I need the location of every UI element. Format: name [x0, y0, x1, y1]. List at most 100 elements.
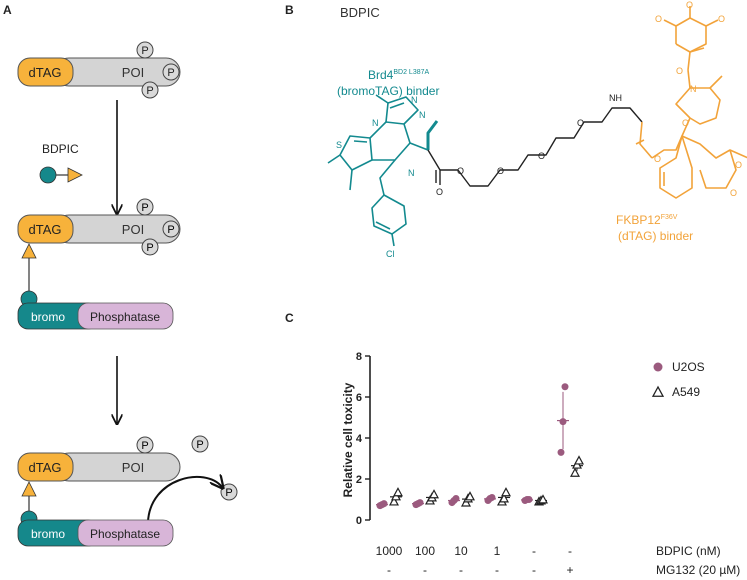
panel-letter-c: C	[285, 311, 294, 325]
legend-a549-label: A549	[672, 385, 700, 399]
state-3-complex: dTAG POI P P P bromo Phosphatase	[17, 435, 238, 547]
svg-text:P: P	[141, 202, 148, 214]
row2-label: MG132 (20 µM)	[656, 563, 740, 577]
svg-text:O: O	[457, 166, 464, 176]
data-point-a549	[569, 467, 581, 477]
data-point-a549	[464, 491, 476, 501]
x-category-label: -	[532, 544, 536, 558]
svg-text:O: O	[654, 154, 661, 164]
poi-label: POI	[122, 65, 144, 80]
data-point-a549	[428, 489, 440, 499]
data-point-a549	[498, 493, 510, 503]
data-point-a549	[500, 487, 512, 497]
svg-text:N: N	[408, 168, 415, 178]
legend-u2os-label: U2OS	[672, 360, 705, 374]
panel-c-chart: Relative cell toxicity U2OS A549 BDPIC (…	[341, 351, 740, 577]
svg-text:POI: POI	[122, 460, 144, 475]
svg-text:Phosphatase: Phosphatase	[90, 527, 160, 541]
bdpic-label: BDPIC	[42, 142, 79, 156]
svg-text:P: P	[141, 45, 148, 57]
svg-text:O: O	[730, 188, 737, 198]
y-tick-label: 0	[356, 515, 362, 527]
data-point-a549	[388, 496, 400, 506]
svg-text:O: O	[676, 66, 683, 76]
svg-text:O: O	[436, 187, 443, 197]
svg-text:O: O	[735, 160, 742, 170]
data-point-u2os	[559, 418, 567, 426]
state-1-complex: dTAG POI P P P	[17, 41, 181, 99]
panel-b-structure: BDPIC Brd4BD2 L387A (bromoTAG) binder N …	[327, 0, 747, 259]
x-mg132-label: -	[532, 563, 536, 577]
svg-text:N: N	[372, 118, 379, 128]
panel-a-schematic: dTAG POI P P P BDPIC dTAG POI	[17, 41, 238, 547]
data-point-u2os	[561, 383, 569, 391]
x-mg132-label: -	[423, 563, 427, 577]
svg-text:P: P	[167, 224, 174, 236]
svg-text:O: O	[682, 118, 689, 128]
svg-text:P: P	[146, 242, 153, 254]
peg-linker	[427, 107, 643, 187]
svg-text:dTAG: dTAG	[29, 460, 62, 475]
svg-text:P: P	[141, 440, 148, 452]
bdpic-title: BDPIC	[340, 5, 380, 20]
data-point-u2os	[416, 499, 424, 507]
x-mg132-label: +	[566, 563, 573, 577]
x-mg132-label: -	[459, 563, 463, 577]
poi-box	[54, 57, 181, 87]
panel-letter-b: B	[285, 3, 294, 17]
svg-text:P: P	[167, 67, 174, 79]
bdpic-molecule: BDPIC	[39, 142, 83, 184]
svg-text:O: O	[718, 14, 725, 24]
fkbp-binder	[635, 6, 747, 199]
data-point-u2os	[452, 494, 460, 502]
svg-text:bromo: bromo	[31, 310, 65, 324]
svg-text:Phosphatase: Phosphatase	[90, 310, 160, 324]
svg-text:N: N	[419, 110, 426, 120]
legend-u2os-marker	[653, 362, 663, 372]
data-point-u2os	[557, 448, 565, 456]
y-tick-label: 8	[356, 351, 362, 363]
brd4-binder	[327, 94, 439, 247]
state-2-complex: dTAG POI P P P bromo Phosphatase	[17, 198, 181, 330]
x-category-label: 1	[494, 544, 501, 558]
brd4-sublabel: (bromoTAG) binder	[337, 84, 439, 98]
svg-text:POI: POI	[122, 222, 144, 237]
data-point-a549	[392, 487, 404, 497]
y-axis-label: Relative cell toxicity	[341, 382, 355, 497]
x-category-label: 100	[415, 544, 435, 558]
y-tick-label: 2	[356, 474, 362, 486]
svg-text:O: O	[686, 0, 693, 10]
panel-letter-a: A	[3, 3, 12, 17]
y-tick-label: 4	[356, 433, 363, 445]
data-point-a549	[537, 494, 549, 504]
x-category-label: -	[568, 544, 572, 558]
svg-text:bromo: bromo	[31, 527, 65, 541]
data-point-a549	[573, 455, 585, 465]
x-mg132-label: -	[387, 563, 391, 577]
data-point-u2os	[525, 496, 533, 503]
svg-text:O: O	[577, 118, 584, 128]
brd4-label: Brd4BD2 L387A	[368, 68, 429, 82]
x-mg132-label: -	[495, 563, 499, 577]
svg-text:S: S	[336, 140, 342, 150]
svg-text:O: O	[538, 151, 545, 161]
svg-text:N: N	[690, 84, 697, 94]
row1-label: BDPIC (nM)	[656, 544, 721, 558]
svg-text:N: N	[411, 95, 418, 105]
dtag-label: dTAG	[29, 65, 62, 80]
svg-text:P: P	[225, 487, 232, 499]
y-tick-label: 6	[356, 392, 362, 404]
legend-a549-marker	[651, 385, 665, 397]
x-category-label: 10	[454, 544, 468, 558]
svg-text:dTAG: dTAG	[29, 222, 62, 237]
dtag-box	[17, 57, 74, 87]
svg-text:Cl: Cl	[386, 249, 395, 259]
svg-text:NH: NH	[609, 93, 622, 103]
phospho-group: P P P	[136, 41, 180, 99]
data-point-u2os	[488, 493, 496, 501]
fkbp-sublabel: (dTAG) binder	[618, 229, 693, 243]
data-point-u2os	[380, 500, 388, 508]
svg-text:O: O	[497, 166, 504, 176]
svg-text:P: P	[196, 439, 203, 451]
